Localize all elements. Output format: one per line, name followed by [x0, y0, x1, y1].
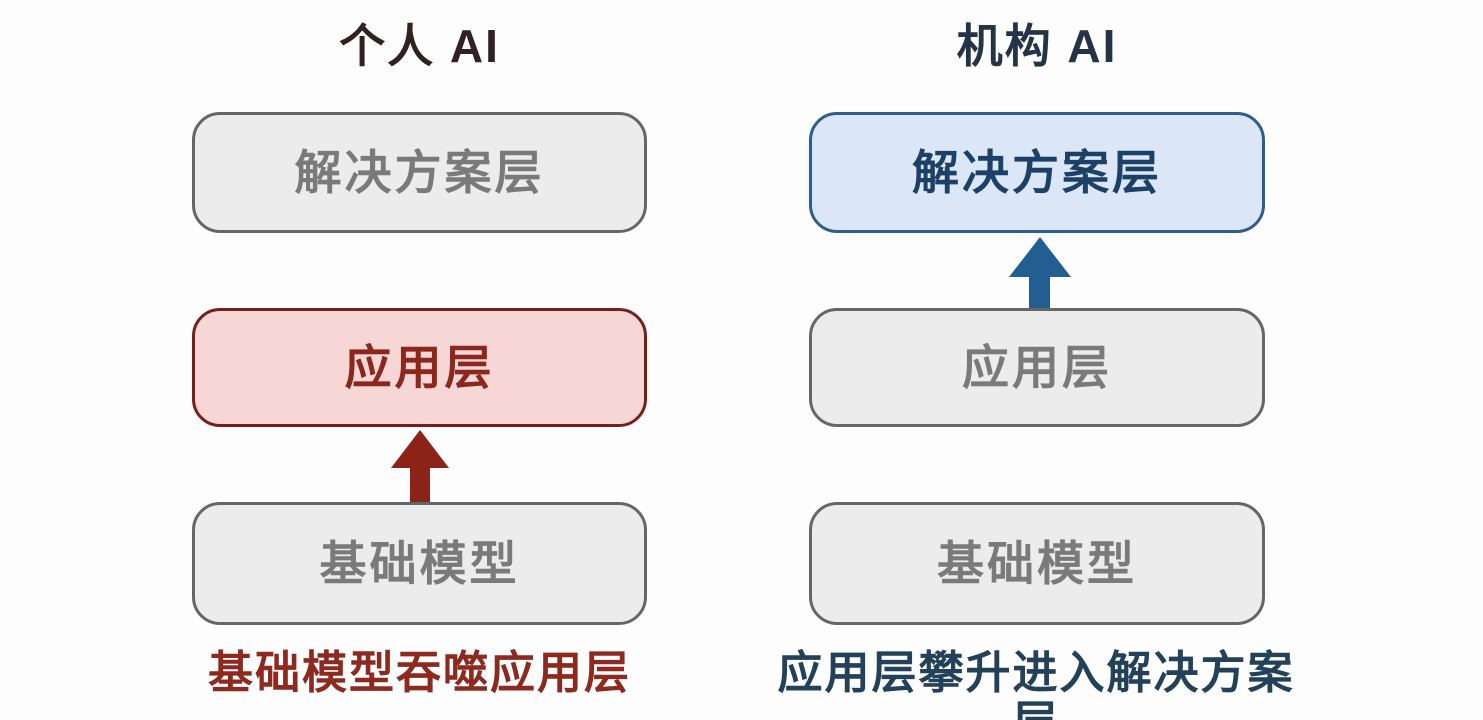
personal-application-layer-label: 应用层: [344, 341, 495, 394]
personal-foundation-model-box: 基础模型: [192, 502, 647, 625]
institutional-application-layer-label: 应用层: [962, 341, 1112, 394]
institutional-application-layer-box: 应用层: [809, 308, 1265, 427]
personal-foundation-model-label: 基础模型: [319, 537, 520, 590]
personal-solution-layer-label: 解决方案层: [294, 146, 545, 199]
personal-caption: 基础模型吞噬应用层: [207, 647, 631, 698]
institutional-up-arrow-icon: [1009, 237, 1071, 308]
personal-application-layer-box: 应用层: [192, 308, 647, 427]
institutional-foundation-model-label: 基础模型: [937, 537, 1137, 590]
personal-up-arrow-icon: [391, 430, 449, 502]
personal-ai-title: 个人 AI: [339, 20, 500, 72]
institutional-solution-layer-label: 解决方案层: [912, 146, 1162, 199]
personal-solution-layer-box: 解决方案层: [192, 112, 647, 233]
institutional-caption: 应用层攀升进入解决方案层: [777, 647, 1295, 720]
institutional-foundation-model-box: 基础模型: [809, 502, 1265, 625]
institutional-ai-title: 机构 AI: [956, 20, 1118, 72]
institutional-solution-layer-box: 解决方案层: [809, 112, 1265, 233]
